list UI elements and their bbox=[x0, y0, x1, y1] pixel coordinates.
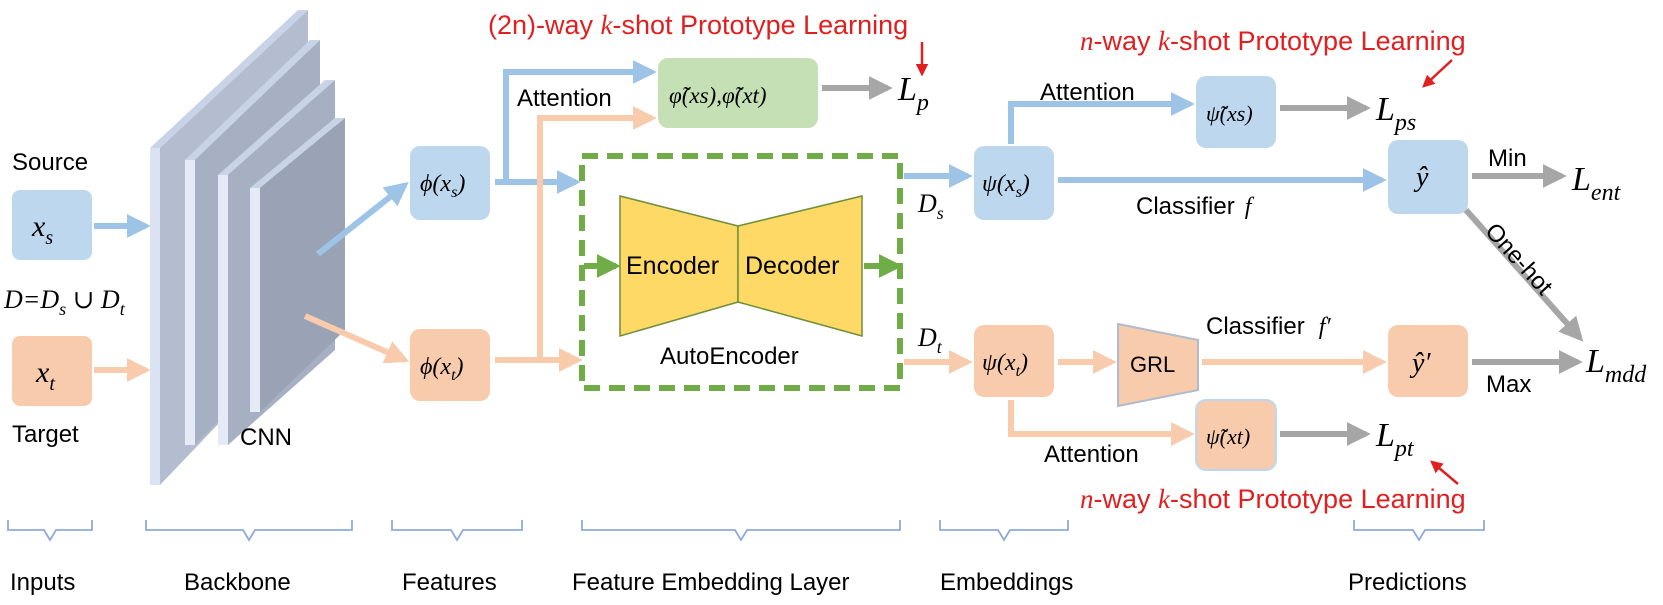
decoder-shape bbox=[737, 195, 863, 337]
section-labels: Inputs Backbone Features Feature Embedding … bbox=[10, 569, 1467, 596]
psi-s-box bbox=[974, 146, 1054, 220]
psi-s-attention-arrow bbox=[1008, 92, 1195, 144]
right-attention-bottom: Attention bbox=[1044, 441, 1139, 468]
right-bottom-heading: n-way k-shot Prototype Learning bbox=[1080, 484, 1466, 514]
yhat-box bbox=[1388, 140, 1468, 214]
grl-shape bbox=[1117, 322, 1199, 408]
psi-s-tilde-text: ψ̃(xs) bbox=[1206, 101, 1253, 126]
prototype-box bbox=[658, 58, 818, 128]
target-label: Target bbox=[12, 421, 79, 448]
psi-t-tilde-text: ψ̃(xt) bbox=[1206, 424, 1250, 449]
psi-s-tilde-box bbox=[1196, 76, 1276, 148]
prototype-attention-label: Attention bbox=[517, 85, 612, 112]
phi-t-text: ϕ(xt) bbox=[420, 354, 464, 384]
phi-s-attention-arrow bbox=[495, 60, 657, 185]
section-label: Feature Embedding Layer bbox=[572, 569, 850, 596]
yhat-prime-text: ŷ′ bbox=[1409, 348, 1431, 379]
autoencoder-name: AutoEncoder bbox=[660, 343, 799, 370]
phi-s-text: ϕ(xs) bbox=[420, 171, 465, 201]
phi-t-attention-arrow bbox=[495, 106, 657, 363]
target-input-var: xt bbox=[35, 356, 55, 395]
psi-t-tilde-box bbox=[1195, 399, 1277, 471]
top-prototype-heading: (2n)-way k-shot Prototype Learning bbox=[488, 10, 908, 40]
right-top-heading-arrow bbox=[1422, 59, 1453, 88]
dt-label: Dt bbox=[917, 323, 943, 357]
section-label: Embeddings bbox=[940, 569, 1073, 596]
phi-s-box bbox=[410, 146, 490, 220]
right-bottom-heading-arrow bbox=[1430, 460, 1459, 485]
domain-equation: D=Ds ∪ Dt bbox=[3, 285, 126, 319]
lp-loss: Lp bbox=[897, 71, 929, 116]
cnn-to-phi-s-arrow bbox=[316, 182, 409, 257]
right-attention-top: Attention bbox=[1040, 79, 1135, 106]
section-bracket bbox=[7, 520, 93, 542]
decoder-label: Decoder bbox=[745, 252, 840, 280]
section-label: Predictions bbox=[1348, 569, 1467, 596]
min-label: Min bbox=[1488, 145, 1527, 172]
cnn-backbone bbox=[150, 10, 345, 485]
onehot-label: One-hot bbox=[1480, 218, 1558, 301]
cnn-label: CNN bbox=[240, 424, 292, 451]
section-bracket bbox=[581, 520, 901, 542]
max-label: Max bbox=[1486, 371, 1531, 398]
section-bracket bbox=[145, 520, 353, 542]
grl-label: GRL bbox=[1130, 352, 1175, 377]
psi-t-box bbox=[974, 325, 1054, 397]
source-label: Source bbox=[12, 149, 88, 176]
yhat-text: ŷ bbox=[1413, 162, 1429, 193]
ds-label: Ds bbox=[917, 189, 944, 223]
section-label: Inputs bbox=[10, 569, 75, 596]
section-bracket bbox=[391, 520, 523, 542]
section-bracket bbox=[939, 520, 1069, 542]
encoder-label: Encoder bbox=[626, 252, 719, 280]
lpt-loss: Lpt bbox=[1375, 417, 1415, 462]
prototype-box-text: φ̃(xs),φ̃(xt) bbox=[669, 83, 767, 108]
yhat-to-lmdd-arrow bbox=[1463, 208, 1584, 342]
source-input-var: xs bbox=[31, 210, 53, 249]
section-brackets bbox=[7, 520, 1485, 542]
target-input-box bbox=[12, 336, 92, 406]
section-label: Backbone bbox=[184, 569, 291, 596]
psi-s-text: ψ(xs) bbox=[982, 171, 1030, 201]
lmdd-loss: Lmdd bbox=[1585, 343, 1647, 388]
psi-t-text: ψ(xt) bbox=[982, 350, 1028, 380]
phi-t-box bbox=[410, 329, 490, 401]
lent-loss: Lent bbox=[1571, 161, 1622, 206]
psi-t-attention-arrow bbox=[1008, 400, 1195, 446]
lps-loss: Lps bbox=[1375, 91, 1416, 136]
cnn-to-phi-t-arrow bbox=[303, 313, 410, 364]
section-bracket bbox=[1353, 520, 1485, 542]
right-top-heading: n-way k-shot Prototype Learning bbox=[1080, 26, 1466, 56]
source-input-box bbox=[12, 190, 92, 260]
section-label: Features bbox=[402, 569, 497, 596]
yhat-prime-box bbox=[1388, 325, 1468, 397]
